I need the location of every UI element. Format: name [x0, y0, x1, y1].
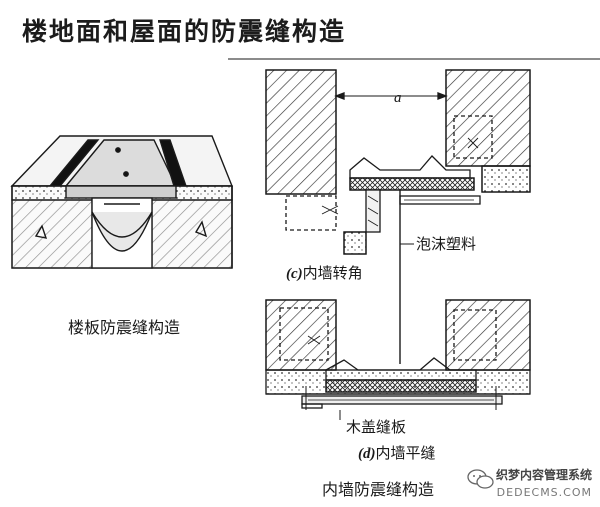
- watermark-text: 织梦内容管理系统: [495, 468, 592, 482]
- wall-flat-joint-drawing: [265, 299, 531, 420]
- flat-label-text: 内墙平缝: [375, 444, 436, 462]
- corner-label-prefix: (c): [286, 266, 303, 282]
- dimension-label: a: [394, 90, 402, 106]
- wall-corner-joint-drawing: [265, 69, 531, 364]
- foam-label: 泡沫塑料: [416, 235, 477, 253]
- wechat-logo-icon: [467, 469, 494, 489]
- cover-board-label: 木盖缝板: [346, 418, 407, 436]
- title-underline: [228, 58, 600, 60]
- corner-label: (c)内墙转角: [286, 262, 363, 283]
- wall-joint-caption: 内墙防震缝构造: [322, 480, 435, 499]
- page-title: 楼地面和屋面的防震缝构造: [22, 17, 347, 46]
- floor-slab-caption: 楼板防震缝构造: [68, 318, 181, 337]
- flat-label-prefix: (d): [358, 446, 376, 462]
- watermark-domain: DEDECMS.COM: [496, 486, 592, 499]
- floor-slab-joint-drawing: [10, 135, 234, 269]
- corner-label-text: 内墙转角: [302, 264, 363, 282]
- flat-label: (d)内墙平缝: [358, 442, 436, 463]
